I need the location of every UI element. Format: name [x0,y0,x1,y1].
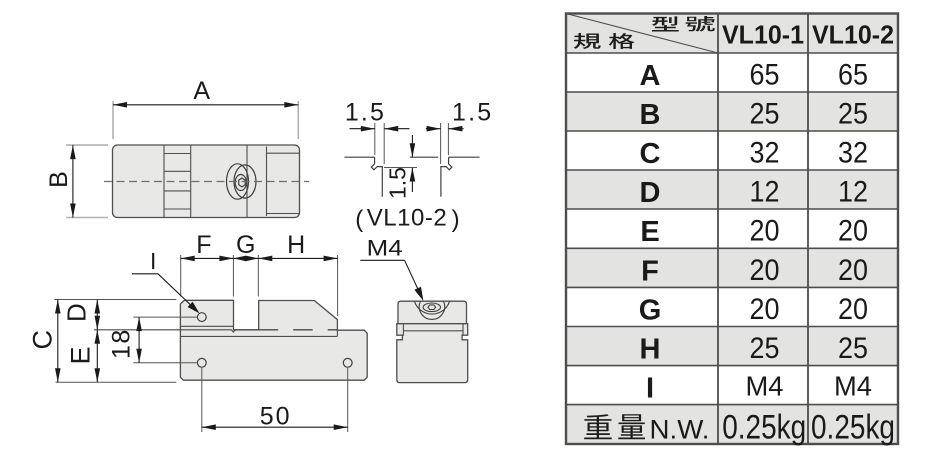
svg-text:20: 20 [838,293,868,326]
svg-text:D: D [640,177,661,209]
svg-text:32: 32 [750,137,780,170]
svg-text:25: 25 [750,98,780,131]
svg-text:18: 18 [108,328,136,359]
svg-text:A: A [640,60,661,92]
svg-text:C: C [640,138,661,170]
svg-text:1.5: 1.5 [345,99,386,127]
svg-text:): ) [452,206,460,233]
svg-text:E: E [66,346,96,364]
svg-text:M4: M4 [367,235,403,260]
svg-text:0.25kg: 0.25kg [811,408,895,446]
svg-text:E: E [640,216,659,248]
svg-text:12: 12 [838,176,868,209]
svg-text:25: 25 [838,332,868,365]
svg-text:20: 20 [750,254,780,287]
svg-text:B: B [45,171,73,188]
svg-text:F: F [641,255,659,287]
svg-text:D: D [62,303,92,322]
svg-text:G: G [639,294,662,326]
svg-text:65: 65 [750,59,780,92]
svg-text:F: F [196,231,211,259]
svg-text:B: B [640,99,661,131]
svg-text:C: C [28,330,58,350]
svg-text:1.5: 1.5 [385,167,411,199]
svg-text:(: ( [355,206,363,233]
svg-text:A: A [193,77,210,105]
svg-text:12: 12 [750,176,780,209]
svg-text:H: H [640,334,661,366]
svg-text:25: 25 [838,98,868,131]
svg-text:50: 50 [260,403,292,431]
svg-text:G: G [236,231,255,259]
svg-text:N.W.: N.W. [650,414,710,444]
svg-text:20: 20 [750,293,780,326]
svg-text:M4: M4 [834,371,872,402]
svg-text:VL10-1: VL10-1 [722,19,804,49]
svg-text:20: 20 [750,215,780,248]
svg-text:I: I [646,373,654,405]
svg-text:65: 65 [838,59,868,92]
svg-text:0.25kg: 0.25kg [722,408,806,446]
svg-text:25: 25 [750,332,780,365]
svg-text:M4: M4 [746,371,784,402]
svg-text:H: H [287,231,305,259]
svg-text:32: 32 [838,137,868,170]
svg-text:VL10-2: VL10-2 [812,19,894,49]
svg-text:I: I [150,248,156,274]
svg-text:VL10-2: VL10-2 [367,205,447,232]
svg-text:20: 20 [838,254,868,287]
svg-text:1.5: 1.5 [452,99,493,127]
svg-text:20: 20 [838,215,868,248]
